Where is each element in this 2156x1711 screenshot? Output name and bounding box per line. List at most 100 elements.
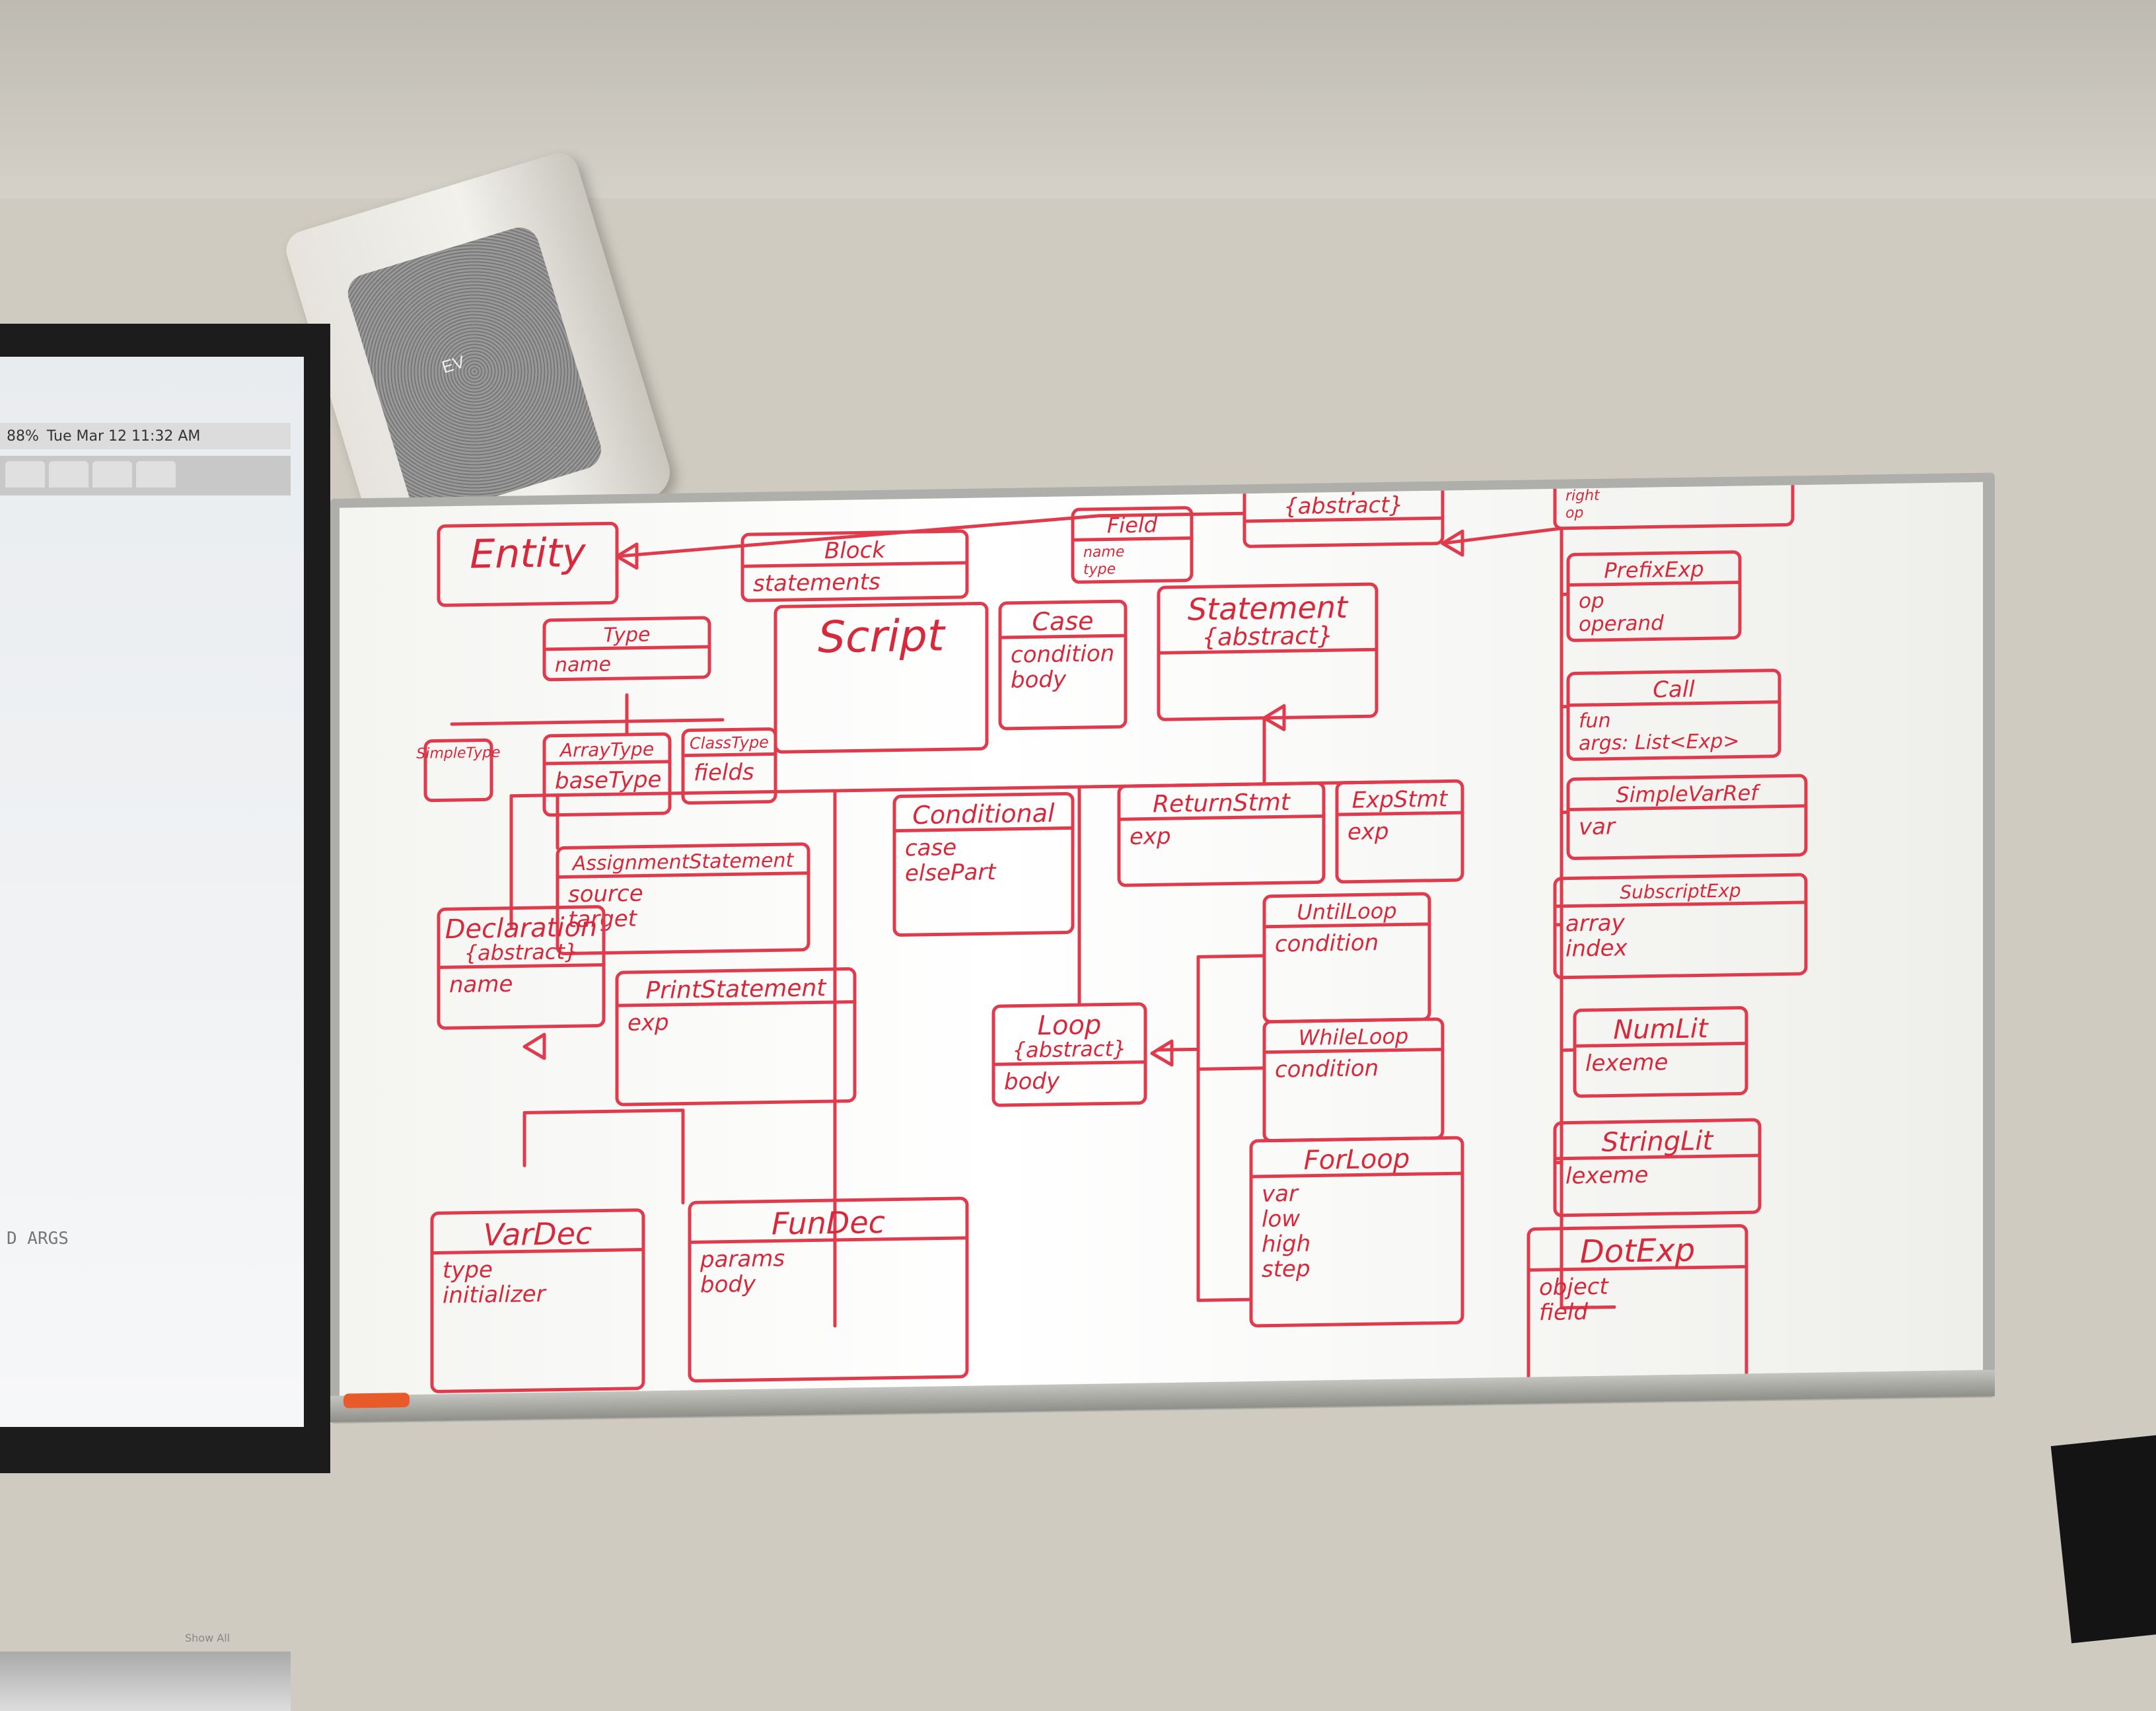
browser-tab [49,461,89,488]
class-title-assignment-statement: AssignmentStatement [571,849,795,875]
class-field: op [1579,589,1604,614]
class-field: right [1565,488,1600,505]
class-subtitle: {abstract} [464,939,579,966]
class-field: var [1579,813,1616,840]
class-field: high [1262,1231,1311,1258]
class-field: exp [1130,823,1171,850]
class-field: array [1565,910,1626,937]
inheritance-arrow [524,1035,544,1058]
marker [343,1393,410,1408]
class-field: condition [1275,929,1379,957]
class-divider [1244,518,1443,521]
class-field: field [1539,1299,1588,1326]
class-title-script: Script [818,610,946,663]
class-title-field: Field [1107,512,1158,538]
class-title-simple-type: SimpleType [416,745,500,762]
class-field: body [1011,666,1067,693]
battery-text: 88% [7,428,39,445]
browser-tab [92,461,132,488]
class-divider [1568,582,1740,585]
projection-screen: 88% Tue Mar 12 11:32 AM D ARGS Show All [0,324,330,1473]
class-divider [1555,902,1806,906]
class-divider [1264,1050,1443,1052]
class-field: object [1539,1274,1609,1301]
class-field: exp [1348,819,1389,846]
class-field: step [1262,1256,1311,1283]
class-divider [439,965,604,967]
whiteboard-surface: EntityBlockstatementsFieldnametypeExp{ab… [340,482,1983,1397]
class-field: op [1565,505,1583,521]
class-field: fields [694,759,754,786]
class-title-case: Case [1032,606,1094,636]
class-subtitle: {abstract} [1202,621,1334,651]
browser-tab [5,461,45,488]
class-title-return-stmt: ReturnStmt [1153,789,1291,818]
class-field: var [1262,1181,1299,1208]
class-title-call: Call [1653,676,1695,704]
class-title-until-loop: UntilLoop [1297,898,1396,925]
connector-line [1198,1048,1251,1300]
connector-line [452,720,723,724]
whiteboard: EntityBlockstatementsFieldnametypeExp{ab… [330,472,1995,1424]
browser-tab [136,461,176,488]
speaker-grille [343,223,606,521]
class-title-dot-exp: DotExp [1580,1232,1695,1271]
class-field: name [555,653,611,676]
connector-line [524,1110,683,1206]
class-divider [1073,538,1192,540]
show-all-link: Show All [185,1632,230,1644]
class-title-block: Block [824,537,886,564]
class-field: name [449,971,513,999]
uml-diagram: EntityBlockstatementsFieldnametypeExp{ab… [340,482,1983,1397]
class-field: type [443,1256,493,1284]
class-field: low [1262,1206,1300,1233]
class-field: fun [1579,710,1611,733]
class-field: params [700,1245,785,1273]
class-field: statements [753,569,880,597]
class-field: body [1004,1068,1060,1095]
projected-text: D ARGS [7,1229,69,1249]
class-title-print-statement: PrintStatement [646,974,828,1004]
class-field: type [1083,561,1116,578]
class-title-prefix-exp: PrefixExp [1604,556,1704,583]
class-title-var-dec: VarDec [484,1216,593,1253]
class-title-num-lit: NumLit [1613,1013,1709,1045]
class-title-array-type: ArrayType [559,738,654,761]
class-title-conditional: Conditional [912,799,1055,830]
class-subtitle: {abstract} [1013,1036,1127,1063]
class-field: baseType [555,766,661,795]
class-divider [544,762,670,764]
class-divider [683,754,775,755]
class-field: initializer [443,1281,547,1309]
projected-dock [0,1652,291,1711]
class-field: lexeme [1565,1162,1648,1190]
class-subtitle: {abstract} [1283,491,1403,519]
class-field: elsePart [905,859,997,887]
connector-line [1159,956,1264,1050]
class-field: case [905,834,956,861]
class-divider [1264,924,1429,927]
projected-browser-tabs [0,456,291,495]
class-field: condition [1275,1055,1379,1083]
class-field: source [568,881,643,908]
monitor-corner [2051,1435,2156,1643]
class-field: condition [1011,640,1114,668]
class-title-entity: Entity [470,530,587,578]
class-title-exp-stmt: ExpStmt [1352,785,1449,813]
class-title-class-type: ClassType [690,733,769,753]
class-title-while-loop: WhileLoop [1299,1023,1409,1050]
class-field: operand [1579,611,1664,636]
projected-menubar: 88% Tue Mar 12 11:32 AM [0,423,291,449]
class-field: body [700,1271,756,1298]
class-title-for-loop: ForLoop [1304,1144,1410,1176]
class-title-type: Type [604,623,651,647]
class-divider [1568,806,1806,810]
inheritance-arrow [1152,1041,1172,1065]
clock-text: Tue Mar 12 11:32 AM [47,428,200,445]
class-field: args: List<Exp> [1579,729,1740,755]
class-field: index [1565,935,1628,962]
class-field: exp [628,1009,669,1037]
class-field: name [1083,544,1124,561]
class-title-simple-var-ref: SimpleVarRef [1616,780,1761,807]
connector-line [1198,1068,1264,1070]
